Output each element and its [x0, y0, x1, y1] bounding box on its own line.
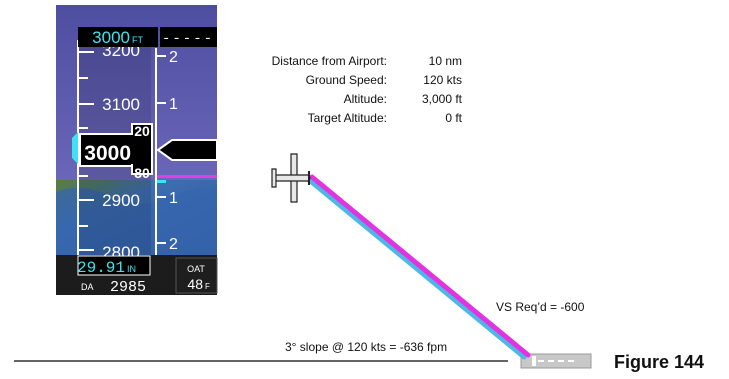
distance-value: 10 nm: [428, 54, 462, 68]
altitude-label: Altitude:: [343, 92, 387, 106]
oat-label: OAT: [187, 264, 205, 274]
selected-vs-box: -----: [160, 27, 217, 47]
oat-box: OAT 48 F: [175, 257, 218, 294]
vsi-label: 2: [169, 49, 178, 66]
baro-setting-box: 29.91 IN: [77, 255, 151, 277]
distance-label: Distance from Airport:: [271, 54, 387, 68]
oat-unit: F: [205, 282, 210, 291]
altitude-roller-bottom: 80: [134, 165, 150, 181]
altitude-roller-top: 20: [134, 123, 150, 139]
runway-surface: [520, 353, 592, 369]
selected-altitude-value: 3000: [92, 28, 130, 47]
current-altitude-readout: 3000 20 80: [79, 123, 153, 181]
vs-target-cyan-bug: [157, 180, 166, 183]
roller-joint: [129, 135, 134, 164]
oat-bg: [175, 257, 218, 294]
selected-vs-bg: [160, 27, 217, 47]
ground-speed-label: Ground Speed:: [305, 73, 387, 87]
altitude-bug-icon: [72, 132, 78, 164]
selected-altitude-bg: [78, 27, 158, 47]
runway-threshold: [532, 356, 536, 366]
ground-speed-value: 120 kts: [423, 73, 462, 87]
vs-required-magenta-bar: [157, 175, 217, 178]
tape-label: 2900: [102, 191, 140, 210]
selected-altitude-unit: FT: [132, 35, 143, 45]
baro-setting-value: 29.91: [77, 259, 125, 277]
vsi-label: 1: [169, 96, 178, 113]
altitude-value: 3,000 ft: [421, 92, 462, 106]
runway-icon: [520, 353, 592, 369]
vsi-label: 1: [169, 190, 178, 207]
vertical-speed-scale: 2 1 1 2: [155, 48, 178, 255]
baro-bg: [77, 255, 151, 276]
target-altitude-label: Target Altitude:: [307, 111, 387, 125]
oat-value: 48: [187, 276, 203, 292]
selected-vs-dashes: -----: [162, 31, 214, 47]
target-altitude-value: 0 ft: [445, 111, 462, 125]
density-altitude-value: 2985: [110, 279, 146, 296]
required-path-magenta: [309, 174, 531, 358]
density-altitude-label: DA: [81, 282, 94, 292]
pfd-panel: 3200 3100 2900 2800 3000 FT ----- 3000 2…: [56, 5, 218, 296]
density-altitude-box: DA 2985: [81, 279, 146, 296]
current-altitude-bg: [79, 133, 133, 167]
vs-required-label: VS Req’d = -600: [496, 300, 585, 314]
slope-path-cyan: [305, 176, 527, 360]
figure-label: Figure 144: [614, 352, 705, 372]
current-altitude-value: 3000: [84, 142, 131, 165]
vsi-label: 2: [169, 236, 178, 253]
slope-note-label: 3° slope @ 120 kts = -636 fpm: [285, 340, 448, 354]
vs-pointer-icon: [156, 139, 218, 161]
tape-label: 3100: [102, 95, 140, 114]
pfd-terrain-water: [56, 186, 217, 256]
airplane-icon: [271, 153, 311, 203]
selected-altitude-box: 3000 FT: [78, 27, 158, 47]
baro-unit: IN: [127, 264, 136, 274]
